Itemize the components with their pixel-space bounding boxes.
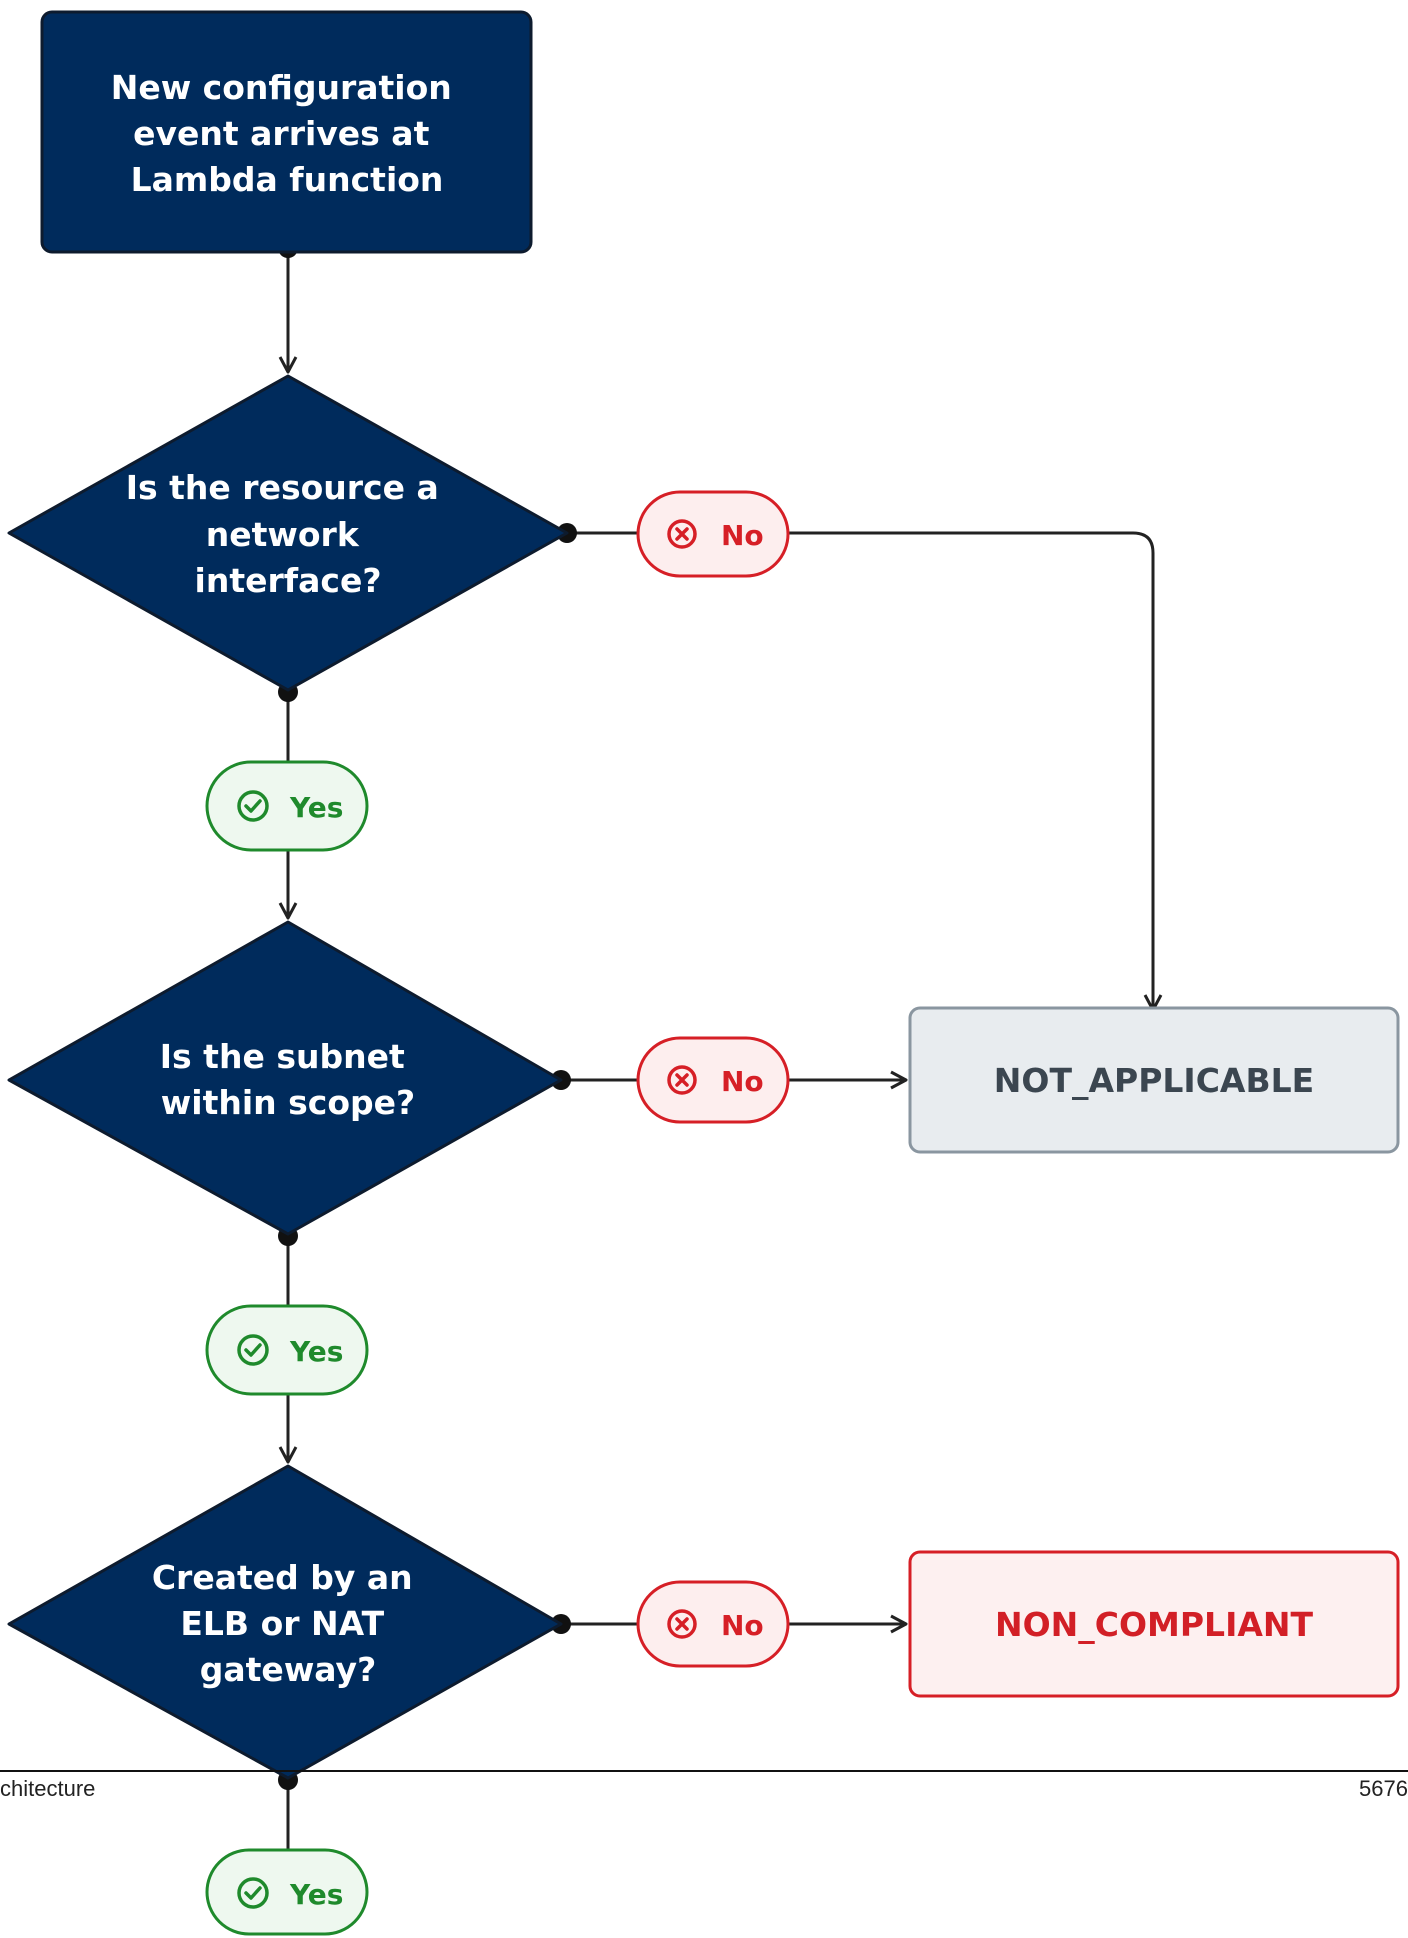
x-circle-icon xyxy=(667,1065,697,1095)
x-circle-icon xyxy=(667,1609,697,1639)
decision-subnet-within-scope: Is the subnet within scope? xyxy=(7,920,563,1236)
footer-rule xyxy=(0,1770,1408,1772)
yes-badge: Yes xyxy=(205,1848,369,1936)
decision-line: Created by an xyxy=(152,1558,413,1597)
x-circle-icon xyxy=(667,519,697,549)
decision-line: Is the subnet xyxy=(160,1037,405,1076)
start-node-line: New configuration xyxy=(111,68,452,107)
decision-line: Is the resource a xyxy=(126,468,439,507)
svg-text:New configuration event: New configuration event arrives at Lambd… xyxy=(111,68,464,199)
no-badge: No xyxy=(636,1580,790,1668)
yes-badge: Yes xyxy=(205,1304,369,1396)
outcome-not-applicable: NOT_APPLICABLE xyxy=(908,1006,1400,1154)
svg-text:Created by an ELB or NAT: Created by an ELB or NAT gateway? xyxy=(152,1558,424,1689)
footer-section-title: chitecture xyxy=(0,1776,96,1801)
start-node: New configuration event arrives at Lambd… xyxy=(40,10,533,254)
svg-text:Is the resource a networ: Is the resource a network interface? xyxy=(126,468,450,600)
check-circle-icon xyxy=(237,1877,269,1909)
yes-label: Yes xyxy=(289,791,343,824)
yes-label: Yes xyxy=(289,1335,343,1368)
svg-text:Is the subnet within sco: Is the subnet within scope? xyxy=(160,1037,416,1122)
connectors xyxy=(278,248,1163,1850)
decision-line: gateway? xyxy=(200,1650,376,1689)
start-node-line: event arrives at xyxy=(133,114,429,153)
no-badge: No xyxy=(636,1036,790,1124)
check-circle-icon xyxy=(237,1334,269,1366)
footer-page-number: 5676 xyxy=(1359,1776,1408,1801)
no-label: No xyxy=(721,1065,764,1098)
decision-line: within scope? xyxy=(161,1083,415,1122)
decision-resource-is-network-interface: Is the resource a network interface? xyxy=(7,374,569,692)
check-circle-icon xyxy=(237,790,269,822)
connector-no1-to-na xyxy=(788,531,1163,1012)
yes-badge: Yes xyxy=(205,760,369,852)
outcome-non-compliant-label: NON_COMPLIANT xyxy=(995,1605,1314,1644)
yes-label: Yes xyxy=(289,1878,343,1911)
no-label: No xyxy=(721,519,764,552)
decision-created-by-elb-or-nat: Created by an ELB or NAT gateway? xyxy=(7,1464,563,1780)
no-badge: No xyxy=(636,490,790,578)
start-node-line: Lambda function xyxy=(131,160,444,199)
no-label: No xyxy=(721,1609,764,1642)
decision-line: network xyxy=(206,515,360,554)
outcome-non-compliant: NON_COMPLIANT xyxy=(908,1550,1400,1698)
decision-line: ELB or NAT xyxy=(180,1604,384,1643)
decision-line: interface? xyxy=(195,561,382,600)
outcome-not-applicable-label: NOT_APPLICABLE xyxy=(994,1061,1314,1100)
